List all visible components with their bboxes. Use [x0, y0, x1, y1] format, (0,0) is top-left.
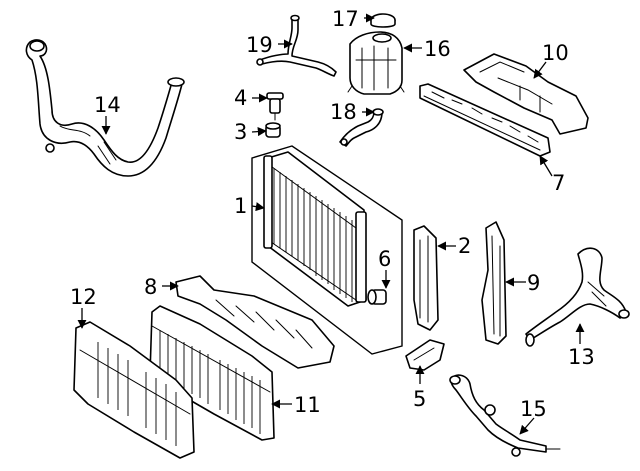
- leader-lines: [77, 13, 585, 435]
- radiator-group-frame: [251, 145, 403, 355]
- lower-hose-part-15: [449, 374, 561, 457]
- callout-15: 15: [520, 397, 547, 421]
- callout-11: 11: [294, 393, 321, 417]
- upper-radiator-hose-part-14: [25, 39, 185, 177]
- callout-10: 10: [542, 41, 569, 65]
- fitting-part-6: [367, 289, 387, 305]
- shutter-frame-part-12: [73, 321, 195, 459]
- coolant-reservoir-part-16: [347, 31, 405, 95]
- lower-bracket-part-5: [405, 339, 445, 371]
- upper-air-duct-part-10: [463, 53, 589, 135]
- reservoir-hose-part-18: [339, 108, 384, 147]
- callout-17: 17: [332, 7, 359, 31]
- callout-9: 9: [527, 271, 540, 295]
- callout-2: 2: [458, 234, 471, 258]
- callout-labels: 1 2 3 4 5 6 7 8 9 10 11 12 13 14 15 16 1…: [70, 7, 595, 421]
- callout-13: 13: [568, 345, 595, 369]
- callout-12: 12: [70, 285, 97, 309]
- callout-19: 19: [246, 33, 273, 57]
- callout-4: 4: [234, 86, 247, 110]
- upper-support-part-7: [419, 83, 551, 157]
- sensor-part-4: [266, 92, 284, 121]
- side-bracket-part-9: [481, 221, 507, 345]
- radiator-part-1: [263, 151, 367, 307]
- grommet-part-3: [265, 122, 281, 138]
- lower-air-deflector-part-8: [175, 275, 335, 369]
- callout-1: 1: [234, 194, 247, 218]
- callout-7: 7: [552, 171, 565, 195]
- callout-8: 8: [144, 275, 157, 299]
- callout-3: 3: [234, 120, 247, 144]
- side-seal-part-2: [413, 225, 439, 331]
- callout-14: 14: [94, 93, 121, 117]
- reservoir-cap-part-17: [370, 13, 396, 28]
- overflow-hose-part-19: [256, 14, 337, 77]
- callout-5: 5: [413, 387, 426, 411]
- callout-6: 6: [378, 247, 391, 271]
- callout-16: 16: [424, 37, 451, 61]
- lower-radiator-hose-part-13: [525, 247, 630, 347]
- callout-18: 18: [330, 100, 357, 124]
